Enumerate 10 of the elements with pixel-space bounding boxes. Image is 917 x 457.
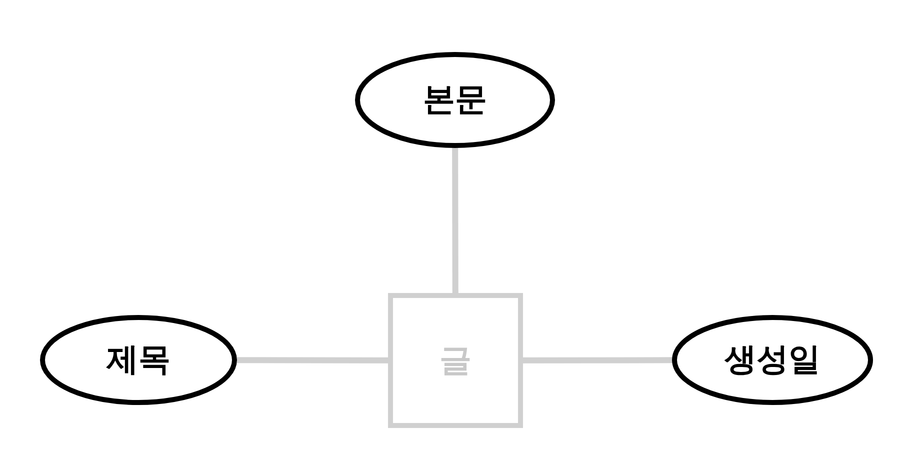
attribute-name: 생성일 [724, 339, 820, 380]
connector-line [523, 357, 672, 364]
attribute-name: 본문 [423, 79, 487, 120]
entity-square [388, 293, 523, 428]
connector-line [237, 357, 388, 364]
attribute-ellipse [40, 315, 237, 405]
attribute-name: 제목 [106, 339, 170, 380]
connector-line [452, 148, 458, 293]
attribute-ellipse [672, 315, 873, 405]
attribute-ellipse [355, 52, 555, 148]
